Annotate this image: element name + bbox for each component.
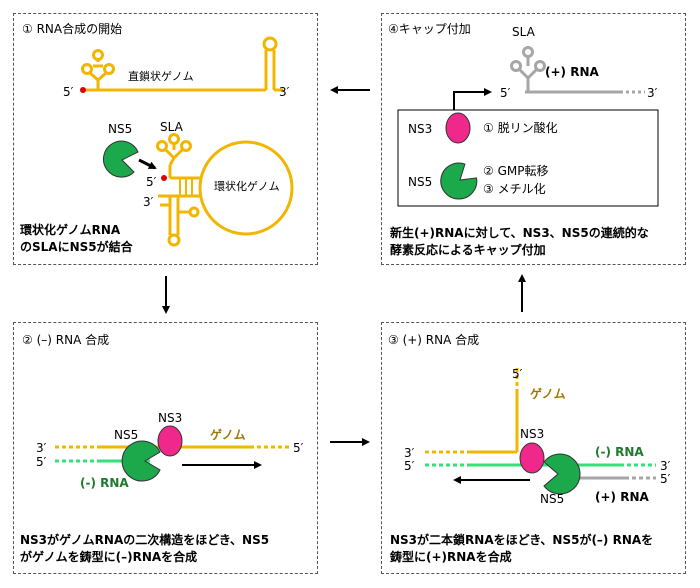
panel1-circular-three-prime: 3′ [143,195,154,209]
panel3-genome-label: ゲノム [530,386,566,401]
panel4-cap-arrow [453,88,492,110]
panel1-circular-genome-label: 環状化ゲノム [214,179,280,193]
panel3-plus-rna-label: (+) RNA [595,490,649,504]
panel3-genome-strand [425,368,519,454]
panel4-title: ④キャップ付加 [388,22,471,36]
panel4-caption: 新生(+)RNAに対して、NS3、NS5の連続的な 酵素反応によるキャップ付加 [390,225,649,259]
panel1-linear-five-prime: 5′ [63,85,74,99]
panel3-right-five-prime: 5′ [660,472,671,486]
panel2-genome-label: ゲノム [210,427,246,442]
panel1-caption: 環状化ゲノムRNA のSLAにNS5が結合 [20,222,133,256]
panel4-five-prime: 5′ [500,86,511,100]
panel2-ns5-label: NS5 [114,428,138,442]
panel2-end-five-prime: 5′ [293,441,304,455]
panel4-ns3-shape [445,112,471,144]
panel1-linear-five-prime-dot [80,87,86,93]
panel1-circular-five-prime: 5′ [146,175,157,189]
panel4-three-prime: 3′ [647,86,658,100]
panel1-caption-line2: のSLAにNS5が結合 [20,240,133,254]
panel3-ns3-label: NS3 [520,427,544,441]
panel3-caption-line2: 鋳型に(+)RNAを合成 [390,550,512,564]
panel2-three-prime: 3′ [36,441,47,455]
panel4-plus-rna-strand [510,46,645,94]
panel2-title: ② (–) RNA 合成 [22,333,110,347]
panel3-caption: NS3が二本鎖RNAをほどき、NS5が(–) RNAを 鋳型に(+)RNAを合成 [390,532,653,566]
panel2-ns3-shape [157,425,183,457]
panel3-ns3-shape [519,442,545,474]
panel2-ns3-label: NS3 [158,411,182,425]
panel1-circular-genome [156,133,294,247]
panel4-sla-label: SLA [512,25,536,39]
panel3-minus-rna-label: (-) RNA [595,445,644,459]
panel2-five-prime: 5′ [36,455,47,469]
panel1-linear-genome [81,36,283,92]
panel3-ns5-label: NS5 [540,492,564,506]
panel4-plus-rna-label: (+) RNA [545,65,599,79]
panel4-caption-line1: 新生(+)RNAに対して、NS3、NS5の連続的な [390,226,649,240]
panel3-left-three-prime: 3′ [404,446,415,460]
panel4-step1: ① 脱リン酸化 [483,120,558,135]
panel4-step3: ③ メチル化 [483,182,546,196]
panel4-ns5-label: NS5 [408,175,432,189]
panel1-binding-arrow [138,158,157,170]
panel1-sla-label: SLA [160,120,184,134]
panel2-ns5-shape [121,440,161,482]
panel4-caption-line2: 酵素反応によるキャップ付加 [390,243,546,257]
panel1-ns5-shape [102,140,139,178]
panel4-ns5-shape [440,162,478,200]
panel2-caption-line1: NS3がゲノムRNAの二次構造をほどき、NS5 [20,533,270,547]
panel3-top-five-prime: 5′ [512,367,523,381]
panel3-ns5-shape [543,453,581,495]
panel4-step2: ② GMP転移 [483,164,548,178]
panel1-linear-genome-label: 直鎖状ゲノム [128,69,194,83]
panel2-caption-line2: がゲノムを鋳型に(–)RNAを合成 [20,550,198,564]
panel1-circular-five-prime-dot [161,175,167,181]
panel1-title: ① RNA合成の開始 [22,22,123,36]
panel4-enzyme-box [397,109,659,207]
panel1-ns5-label: NS5 [108,122,132,136]
panel1-linear-three-prime: 3′ [279,85,290,99]
panel3-title: ③ (+) RNA 合成 [388,333,480,347]
panel1-caption-line1: 環状化ゲノムRNA [20,223,121,237]
panel3-caption-line1: NS3が二本鎖RNAをほどき、NS5が(–) RNAを [390,533,654,547]
panel3-left-five-prime: 5′ [404,459,415,473]
panel2-caption: NS3がゲノムRNAの二次構造をほどき、NS5 がゲノムを鋳型に(–)RNAを合… [20,532,269,566]
panel2-minus-rna-label: (-) RNA [80,476,129,490]
panel3-right-three-prime: 3′ [660,459,671,473]
panel4-ns3-label: NS3 [408,122,432,136]
